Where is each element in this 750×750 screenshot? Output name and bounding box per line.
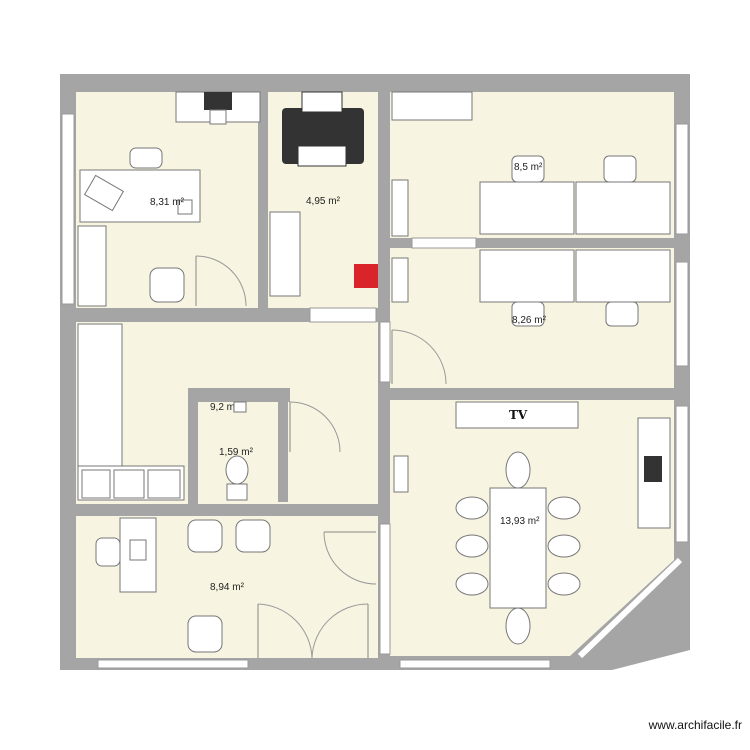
door-swing [289,401,341,453]
window-icon [309,307,377,323]
chair-icon [455,496,489,520]
computer-icon [644,456,662,482]
chair-icon [95,537,121,567]
windows [61,113,689,669]
door-swing [195,255,247,307]
window-icon [577,557,683,659]
desk-icon [479,181,575,235]
computer-icon [129,539,147,561]
printer-paper [301,91,343,113]
chair-icon [235,519,271,553]
area-label: 1,59 m² [219,447,254,458]
counter [77,323,123,467]
window-icon [399,659,551,669]
toilet-tank [226,483,248,501]
meeting-room: TV 13,93 m² [393,401,671,645]
cabinet [269,211,301,297]
radiator-icon [393,455,409,493]
window-icon [675,405,689,543]
cabinet [391,91,473,121]
door-swing [311,603,369,659]
area-label: 9,2 m² [210,402,239,413]
desk-icon [575,181,671,235]
open-office: 8,5 m² 8,26 m² [391,91,671,385]
stove-icon [81,469,111,499]
printer-icon [204,92,232,110]
phone-icon [177,199,193,215]
chair-icon [547,572,581,596]
tv-label: TV [509,408,528,422]
toilet-icon [225,455,249,485]
wc: 1,59 m² [219,401,341,501]
chair-icon [455,534,489,558]
chair-icon [149,267,185,303]
reception: 8,94 m² [95,517,377,659]
printer-room: 4,95 m² [269,91,378,297]
area-label: 8,5 m² [514,162,543,173]
chair-icon [129,147,163,169]
printer-tray [209,109,227,125]
chair-icon [511,301,545,327]
chair-icon [187,615,223,653]
chair-icon [505,607,531,645]
area-label: 8,94 m² [210,582,245,593]
door-swing [323,531,377,585]
window-icon [411,237,477,249]
chair-icon [455,572,489,596]
window-icon [61,113,75,305]
window-icon [97,659,249,669]
printer-output [297,145,347,167]
chair-icon [505,451,531,489]
desk-icon [575,249,671,303]
window-icon [379,321,391,383]
area-label: 13,93 m² [500,516,540,527]
computer-icon [83,174,125,212]
table-icon [489,487,547,609]
office-top-left: 8,31 m² [77,91,261,307]
desk-icon [479,249,575,303]
watermark: www.archifacile.fr [648,718,742,732]
shelf [391,179,409,237]
sink-icon [147,469,181,499]
chair-icon [603,155,637,183]
chair-icon [547,534,581,558]
area-label: 8,26 m² [512,315,547,326]
area-label: 4,95 m² [306,196,341,207]
kitchen: 9,2 m² [77,323,239,501]
mirror [233,401,247,413]
door-swing [257,603,313,659]
fire-extinguisher-icon [354,264,378,288]
cabinet [77,225,107,307]
shelf [391,257,409,303]
window-icon [675,123,689,235]
chair-icon [547,496,581,520]
chair-icon [605,301,639,327]
sink-icon [113,469,145,499]
window-icon [379,523,391,655]
chair-icon [187,519,223,553]
door-swing [391,329,447,385]
window-icon [675,261,689,367]
tv-icon [455,401,579,429]
area-label: 8,31 m² [150,197,185,208]
